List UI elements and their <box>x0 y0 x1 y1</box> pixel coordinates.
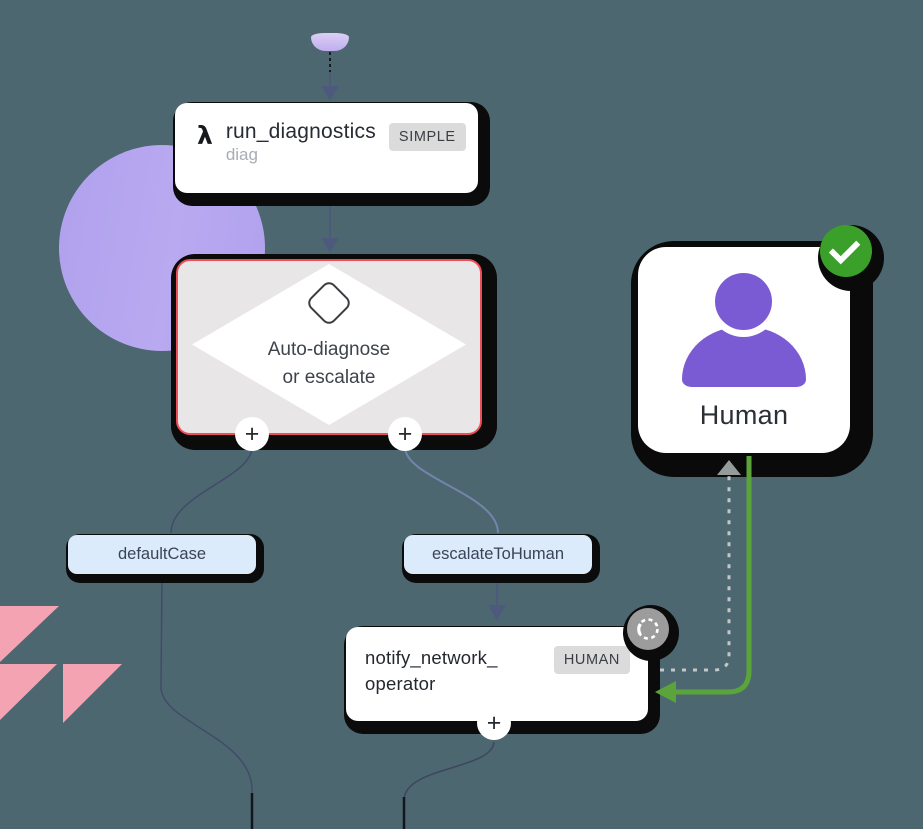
node-subtitle: diag <box>225 145 258 164</box>
edge-label-default-case[interactable]: defaultCase <box>68 535 256 574</box>
edge-default-continue <box>160 574 253 829</box>
add-step-button[interactable]: + <box>235 417 269 451</box>
decision-label-line2: or escalate <box>282 366 376 388</box>
loop-status-icon <box>627 608 669 650</box>
edge-green-human-to-notify <box>674 456 752 695</box>
arrowhead-up-icon <box>717 460 741 475</box>
start-marker <box>311 33 349 51</box>
node-decision[interactable]: Auto-diagnose or escalate <box>176 259 482 435</box>
node-title-line1: notify_network_ <box>365 647 498 668</box>
lambda-icon: λ <box>197 121 213 150</box>
node-type-badge: SIMPLE <box>388 123 466 151</box>
node-title: run_diagnostics <box>225 120 376 143</box>
arrowhead-down-icon <box>488 605 506 621</box>
arrowhead-left-icon <box>655 681 676 703</box>
node-title-line2: operator <box>365 672 436 694</box>
edge-notify-continue <box>403 741 495 829</box>
decision-label-line1: Auto-diagnose <box>267 338 391 360</box>
loop-arc-icon <box>637 618 659 640</box>
human-label: Human <box>699 400 789 430</box>
node-notify-operator[interactable]: notify_network_ operator HUMAN <box>346 608 669 721</box>
person-icon <box>682 273 806 387</box>
edge-decision-to-default <box>170 446 253 534</box>
success-badge <box>820 225 872 277</box>
node-human[interactable]: Human <box>638 225 872 453</box>
arrowhead-down-icon <box>321 86 339 101</box>
edge-dotted-notify-to-human <box>660 476 731 672</box>
edge-label-escalate-to-human[interactable]: escalateToHuman <box>404 535 592 574</box>
node-type-badge: HUMAN <box>553 646 630 674</box>
add-step-button[interactable]: + <box>477 706 511 740</box>
edge-decision-to-escalate <box>404 446 499 534</box>
node-run-diagnostics[interactable]: λ run_diagnostics diag SIMPLE <box>175 103 478 193</box>
arrowhead-down-icon <box>321 238 339 253</box>
add-step-button[interactable]: + <box>388 417 422 451</box>
